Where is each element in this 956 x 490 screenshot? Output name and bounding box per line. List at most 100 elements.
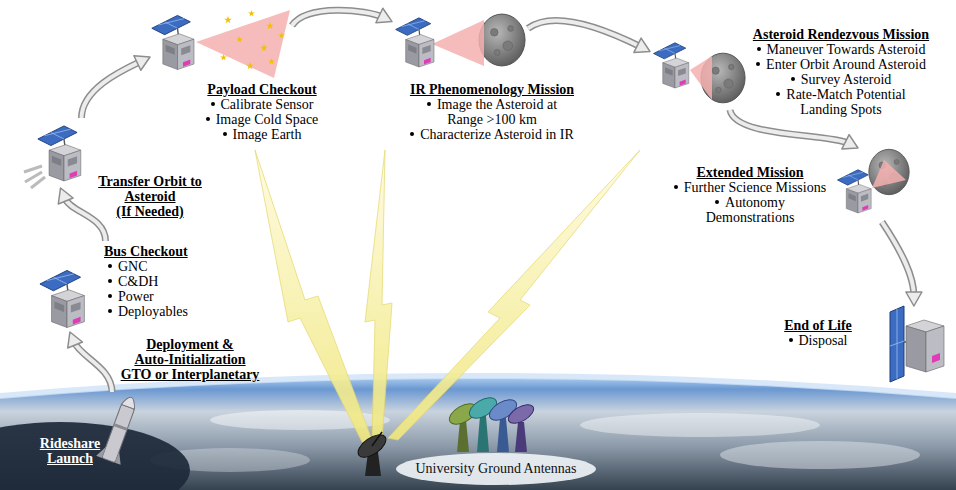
- sunlit-patch: [396, 453, 596, 485]
- sensor-fov: [690, 56, 712, 100]
- checklist-block: Bus CheckoutGNCC&DHPowerDeployables: [101, 241, 191, 322]
- star: [224, 16, 232, 23]
- stage-heading: (If Needed): [90, 204, 210, 219]
- antenna-feed: [372, 432, 382, 446]
- text-stack: Deployment & Auto-InitializationGTO or I…: [115, 337, 265, 382]
- stage-heading: Asteroid Rendezvous Mission: [746, 27, 936, 42]
- text-stack: Bus CheckoutGNCC&DHPowerDeployables: [104, 244, 188, 319]
- satellite-icon: End of LifeDisposal: [886, 306, 948, 382]
- satellite: [396, 18, 434, 67]
- arrow-shaft-outline: [292, 10, 383, 25]
- text-stack: IR Phenomenology MissionImage the Astero…: [397, 82, 587, 142]
- stage-heading: End of Life: [768, 318, 868, 333]
- stage-heading: IR Phenomenology Mission: [397, 82, 587, 97]
- night-side: [0, 422, 190, 490]
- arrow-shaft-outline: [528, 21, 641, 47]
- bullet-item: Enter Orbit Around Asteroid: [746, 57, 936, 72]
- satellite: [38, 126, 81, 181]
- stage-heading: Bus Checkout: [104, 244, 188, 259]
- bullet-item: Rate-Match Potential Landing Spots: [766, 87, 916, 117]
- flow-arrow: [68, 332, 112, 392]
- lightning-bolt: [388, 150, 640, 440]
- antenna-pedestal: [477, 416, 489, 452]
- star: [248, 10, 255, 16]
- bullet-item: Further Science Missions: [670, 180, 830, 195]
- bullet-text: Maneuver Towards Asteroid: [767, 42, 926, 57]
- bullet-dot: [674, 185, 678, 189]
- satellite-icon: Deployment & Auto-InitializationGTO or I…: [38, 265, 96, 332]
- cloud: [720, 441, 920, 469]
- rocket: [96, 393, 143, 465]
- arrow-head: [634, 38, 650, 52]
- satellite-icon: IR Phenomenology MissionImage the Astero…: [392, 8, 528, 76]
- stage-heading: Extended Mission: [670, 165, 830, 180]
- bus-side: [926, 326, 944, 372]
- bullet-item: GNC: [104, 259, 188, 274]
- flow-arrow: [82, 56, 151, 118]
- bullet-text: Further Science Missions: [684, 180, 826, 195]
- arrow-shaft: [882, 222, 914, 296]
- arrow-shaft: [528, 21, 641, 47]
- bullet-dot: [715, 200, 719, 204]
- satellite: [152, 15, 194, 69]
- arrow-head: [58, 188, 73, 204]
- arrow-shaft-outline: [64, 197, 105, 241]
- asteroid: [869, 149, 909, 194]
- star: [246, 62, 254, 69]
- bullet-dot: [108, 309, 112, 313]
- satellite: [837, 170, 871, 213]
- bullet-text: Rate-Match Potential Landing Spots: [786, 87, 905, 117]
- text-stack: Asteroid Rendezvous MissionManeuver Towa…: [746, 27, 936, 117]
- thruster: [932, 353, 940, 363]
- bullet-dot: [757, 47, 761, 51]
- arrow-head: [906, 292, 922, 306]
- star: [220, 54, 227, 60]
- bullet-text: Image Earth: [233, 127, 302, 142]
- bullet-item: Autonomy Demonstrations: [670, 195, 830, 225]
- flow-arrow: [292, 8, 392, 25]
- antenna-label: University Ground Antennas: [396, 461, 596, 476]
- arrow-head: [842, 135, 858, 149]
- bullet-dot: [410, 132, 414, 136]
- cloud: [580, 413, 820, 437]
- bullet-dot: [789, 338, 793, 342]
- rocket-body: [102, 404, 135, 462]
- stage-heading: Transfer Orbit to Asteroid: [90, 174, 210, 204]
- rocket-fin: [115, 451, 125, 464]
- arrow-head: [68, 332, 83, 348]
- text-stack: Extended MissionFurther Science Missions…: [670, 165, 830, 225]
- rocket-icon: Rideshare Launch: [100, 392, 140, 466]
- bullet-text: Disposal: [799, 333, 848, 348]
- flow-arrow: [882, 222, 922, 306]
- satellite: [40, 270, 84, 327]
- arrow-shaft-outline: [82, 61, 142, 118]
- satellite: [654, 43, 689, 88]
- arrow-shaft-outline: [74, 341, 112, 392]
- flow-arrow: [528, 21, 650, 53]
- text-stack: Rideshare Launch: [34, 436, 106, 466]
- label-holder: University Ground Antennas: [396, 461, 596, 476]
- bullet-dot: [791, 77, 795, 81]
- antenna-pedestal: [515, 422, 527, 452]
- bullet-item: Maneuver Towards Asteroid: [746, 42, 936, 57]
- bullet-dot: [223, 132, 227, 136]
- flow-arrow: [58, 188, 105, 241]
- rocket-nose: [121, 395, 138, 409]
- arrow-shaft: [292, 10, 383, 25]
- antenna-pedestal: [457, 420, 469, 452]
- star: [236, 36, 243, 42]
- arrow-shaft-outline: [882, 222, 914, 296]
- stage-heading: Payload Checkout: [202, 82, 322, 97]
- stage-heading: Deployment & Auto-Initialization: [132, 337, 248, 367]
- lightning-bolt: [255, 150, 372, 442]
- solar-panel: [890, 306, 904, 382]
- sensor-fov: [432, 20, 484, 66]
- bullet-dot: [206, 117, 210, 121]
- bullet-dot: [776, 92, 780, 96]
- arrow-shaft: [74, 341, 112, 392]
- bus-front: [906, 326, 926, 372]
- lightning-bolt: [365, 150, 392, 440]
- antenna-pedestal: [497, 418, 509, 452]
- bullet-dot: [108, 264, 112, 268]
